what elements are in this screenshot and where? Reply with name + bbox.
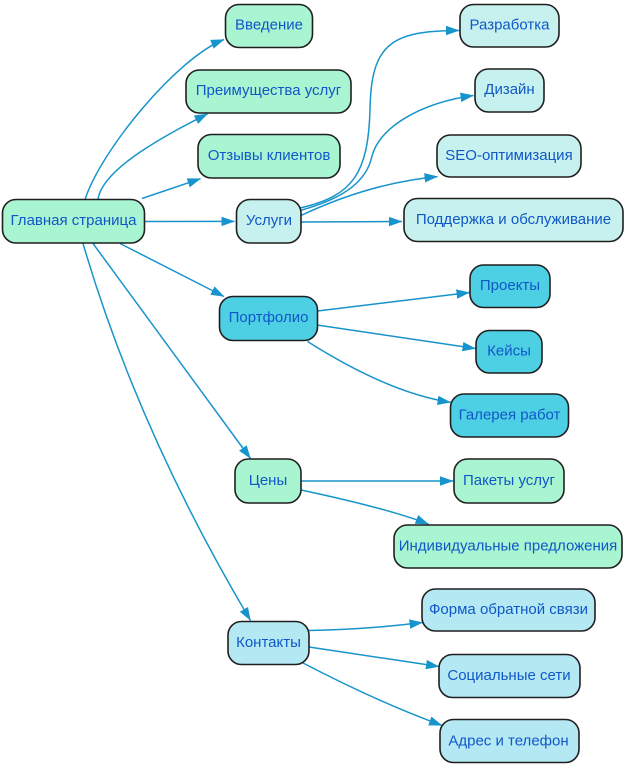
svg-text:Введение: Введение xyxy=(235,17,303,34)
svg-text:Дизайн: Дизайн xyxy=(484,81,534,98)
svg-text:Контакты: Контакты xyxy=(236,634,301,651)
svg-text:Кейсы: Кейсы xyxy=(487,343,531,360)
svg-text:Преимущества услуг: Преимущества услуг xyxy=(196,82,342,99)
svg-text:Проекты: Проекты xyxy=(480,277,540,294)
svg-text:Отзывы клиентов: Отзывы клиентов xyxy=(208,147,331,164)
svg-text:Портфолио: Портфолио xyxy=(229,309,309,326)
svg-text:SEO-оптимизация: SEO-оптимизация xyxy=(445,147,572,164)
svg-text:Поддержка и обслуживание: Поддержка и обслуживание xyxy=(416,211,611,228)
svg-text:Цены: Цены xyxy=(249,472,288,489)
svg-text:Галерея работ: Галерея работ xyxy=(459,407,561,424)
svg-text:Пакеты услуг: Пакеты услуг xyxy=(463,472,556,489)
svg-text:Социальные сети: Социальные сети xyxy=(447,667,570,684)
svg-text:Услуги: Услуги xyxy=(246,212,292,229)
svg-text:Индивидуальные предложения: Индивидуальные предложения xyxy=(399,538,618,555)
svg-text:Главная страница: Главная страница xyxy=(11,212,138,229)
svg-text:Форма обратной связи: Форма обратной связи xyxy=(429,601,588,618)
svg-text:Адрес и телефон: Адрес и телефон xyxy=(448,733,568,750)
svg-text:Разработка: Разработка xyxy=(470,17,551,34)
